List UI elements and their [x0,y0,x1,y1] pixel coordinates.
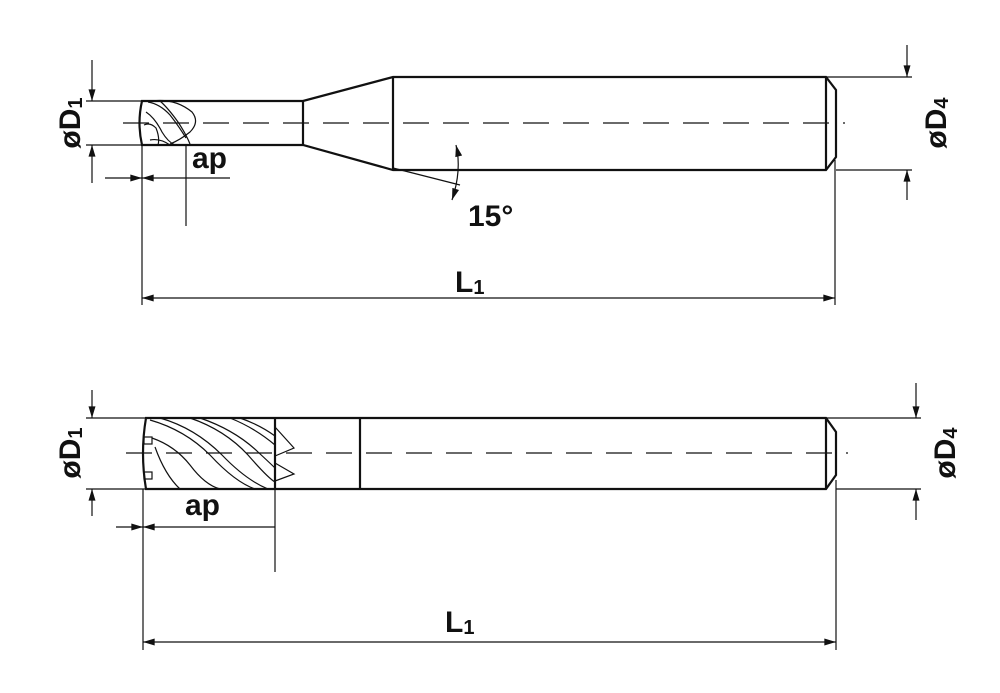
bottom-l1-label: L1 [445,606,474,639]
bottom-ap-label: ap [185,489,220,522]
top-l1-label: L1 [455,266,484,299]
bottom-d4-label: øD4 [929,427,962,479]
top-angle-label: 15° [468,200,513,233]
top-ap-label: ap [192,142,227,175]
top-d4-label: øD4 [920,97,953,149]
top-ball-end-mill: øD1 øD4 ap 15° L1 [54,45,953,305]
bottom-helical-flutes [143,417,296,490]
top-d1-label: øD1 [54,97,87,148]
top-ball-flutes [143,99,197,146]
bottom-d1-label: øD1 [54,427,87,478]
angle-arc [451,144,463,201]
bottom-flat-end-mill: øD1 øD4 ap L1 [54,383,962,650]
